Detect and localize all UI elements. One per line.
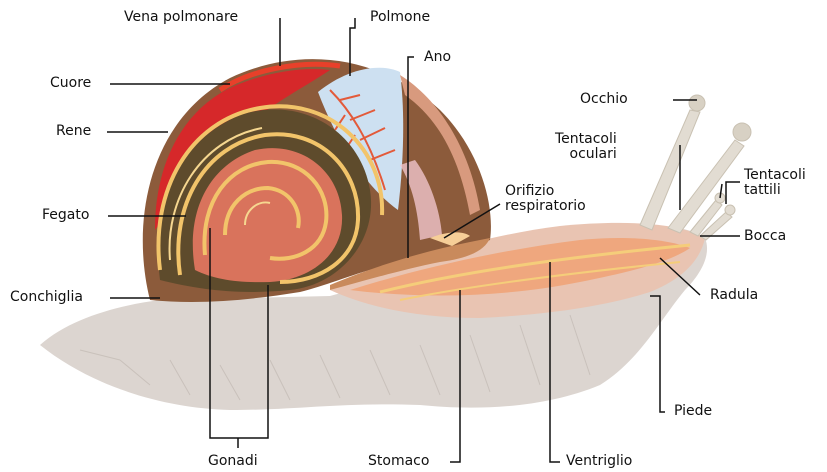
label-orifizio-respiratorio-line2: respiratorio <box>505 199 586 214</box>
label-radula: Radula <box>710 288 758 303</box>
label-tentacoli-oculari-line1: Tentacoli <box>555 132 617 147</box>
label-orifizio-respiratorio-line1: Orifizio <box>505 184 586 199</box>
label-tentacoli-tattili: Tentacoli tattili <box>744 168 806 198</box>
label-ventriglio: Ventriglio <box>566 454 632 469</box>
label-vena-polmonare: Vena polmonare <box>124 10 238 25</box>
label-ano: Ano <box>424 50 451 65</box>
label-occhio: Occhio <box>580 92 628 107</box>
label-orifizio-respiratorio: Orifizio respiratorio <box>505 184 586 214</box>
label-bocca: Bocca <box>744 229 786 244</box>
label-fegato: Fegato <box>42 208 89 223</box>
label-tentacoli-tattili-line1: Tentacoli <box>744 168 806 183</box>
label-tentacoli-tattili-line2: tattili <box>744 183 806 198</box>
label-conchiglia: Conchiglia <box>10 290 83 305</box>
label-cuore: Cuore <box>50 76 91 91</box>
label-piede: Piede <box>674 404 712 419</box>
label-rene: Rene <box>56 124 91 139</box>
label-gonadi: Gonadi <box>208 454 258 469</box>
label-stomaco: Stomaco <box>368 454 429 469</box>
label-tentacoli-oculari-line2: oculari <box>555 147 617 162</box>
label-tentacoli-oculari: Tentacoli oculari <box>555 132 617 162</box>
label-polmone: Polmone <box>370 10 430 25</box>
